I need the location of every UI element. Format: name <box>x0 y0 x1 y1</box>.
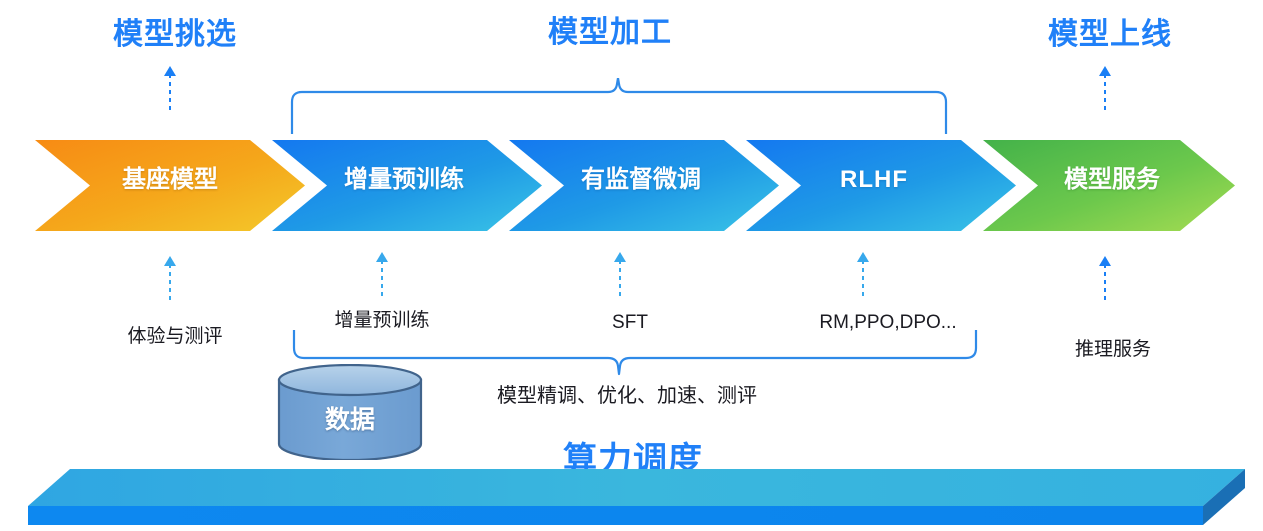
data-cylinder: 数据 <box>275 364 425 460</box>
label-sft: SFT <box>612 312 648 333</box>
slab-side-face <box>1203 469 1245 525</box>
heading-model-selection: 模型挑选 <box>113 18 237 51</box>
dashed-arrow-eval-benchmark <box>164 256 176 300</box>
arrow-shaft <box>619 260 621 300</box>
arrow-head-icon <box>1099 256 1111 266</box>
dashed-arrow-incremental-pretrain <box>376 252 388 300</box>
stage-shape-incremental-pretrain <box>272 140 542 231</box>
label-rm-ppo-dpo: RM,PPO,DPO... <box>819 312 957 333</box>
stage-shape-supervised-finetune <box>509 140 779 231</box>
arrow-head-icon <box>857 252 869 262</box>
arrow-head-icon <box>614 252 626 262</box>
dashed-arrow-model-selection <box>164 66 176 114</box>
slab-top-face <box>28 469 1245 506</box>
compute-scheduling-slab <box>28 469 1245 525</box>
label-eval-and-benchmark: 体验与测评 <box>127 326 223 347</box>
arrow-shaft <box>1104 264 1106 304</box>
label-tuning-caption: 模型精调、优化、加速、测评 <box>497 385 757 407</box>
arrow-head-icon <box>164 66 176 76</box>
dashed-arrow-sft <box>614 252 626 300</box>
slab-front-face <box>28 506 1203 525</box>
label-incremental-pretrain: 增量预训练 <box>334 310 430 331</box>
heading-model-processing: 模型加工 <box>548 16 672 49</box>
arrow-head-icon <box>1099 66 1111 76</box>
dashed-arrow-inference-service <box>1099 256 1111 304</box>
label-inference-service: 推理服务 <box>1074 339 1152 360</box>
cylinder-shape <box>277 364 423 460</box>
stage-chevron-row <box>35 140 1235 231</box>
data-cylinder-label: 数据 <box>324 406 375 434</box>
stage-shape-base-model <box>35 140 305 231</box>
arrow-shaft <box>169 74 171 114</box>
arrow-shaft <box>381 260 383 300</box>
lower-brace <box>292 330 978 376</box>
dashed-arrow-model-launch <box>1099 66 1111 114</box>
arrow-shaft <box>1104 74 1106 114</box>
dashed-arrow-rm-ppo-dpo <box>857 252 869 300</box>
arrow-shaft <box>862 260 864 300</box>
arrow-head-icon <box>376 252 388 262</box>
arrow-head-icon <box>164 256 176 266</box>
arrow-shaft <box>169 264 171 300</box>
stage-shape-model-service <box>983 140 1235 231</box>
heading-model-launch: 模型上线 <box>1048 18 1172 51</box>
upper-brace <box>290 78 948 134</box>
stage-shape-rlhf <box>746 140 1016 231</box>
